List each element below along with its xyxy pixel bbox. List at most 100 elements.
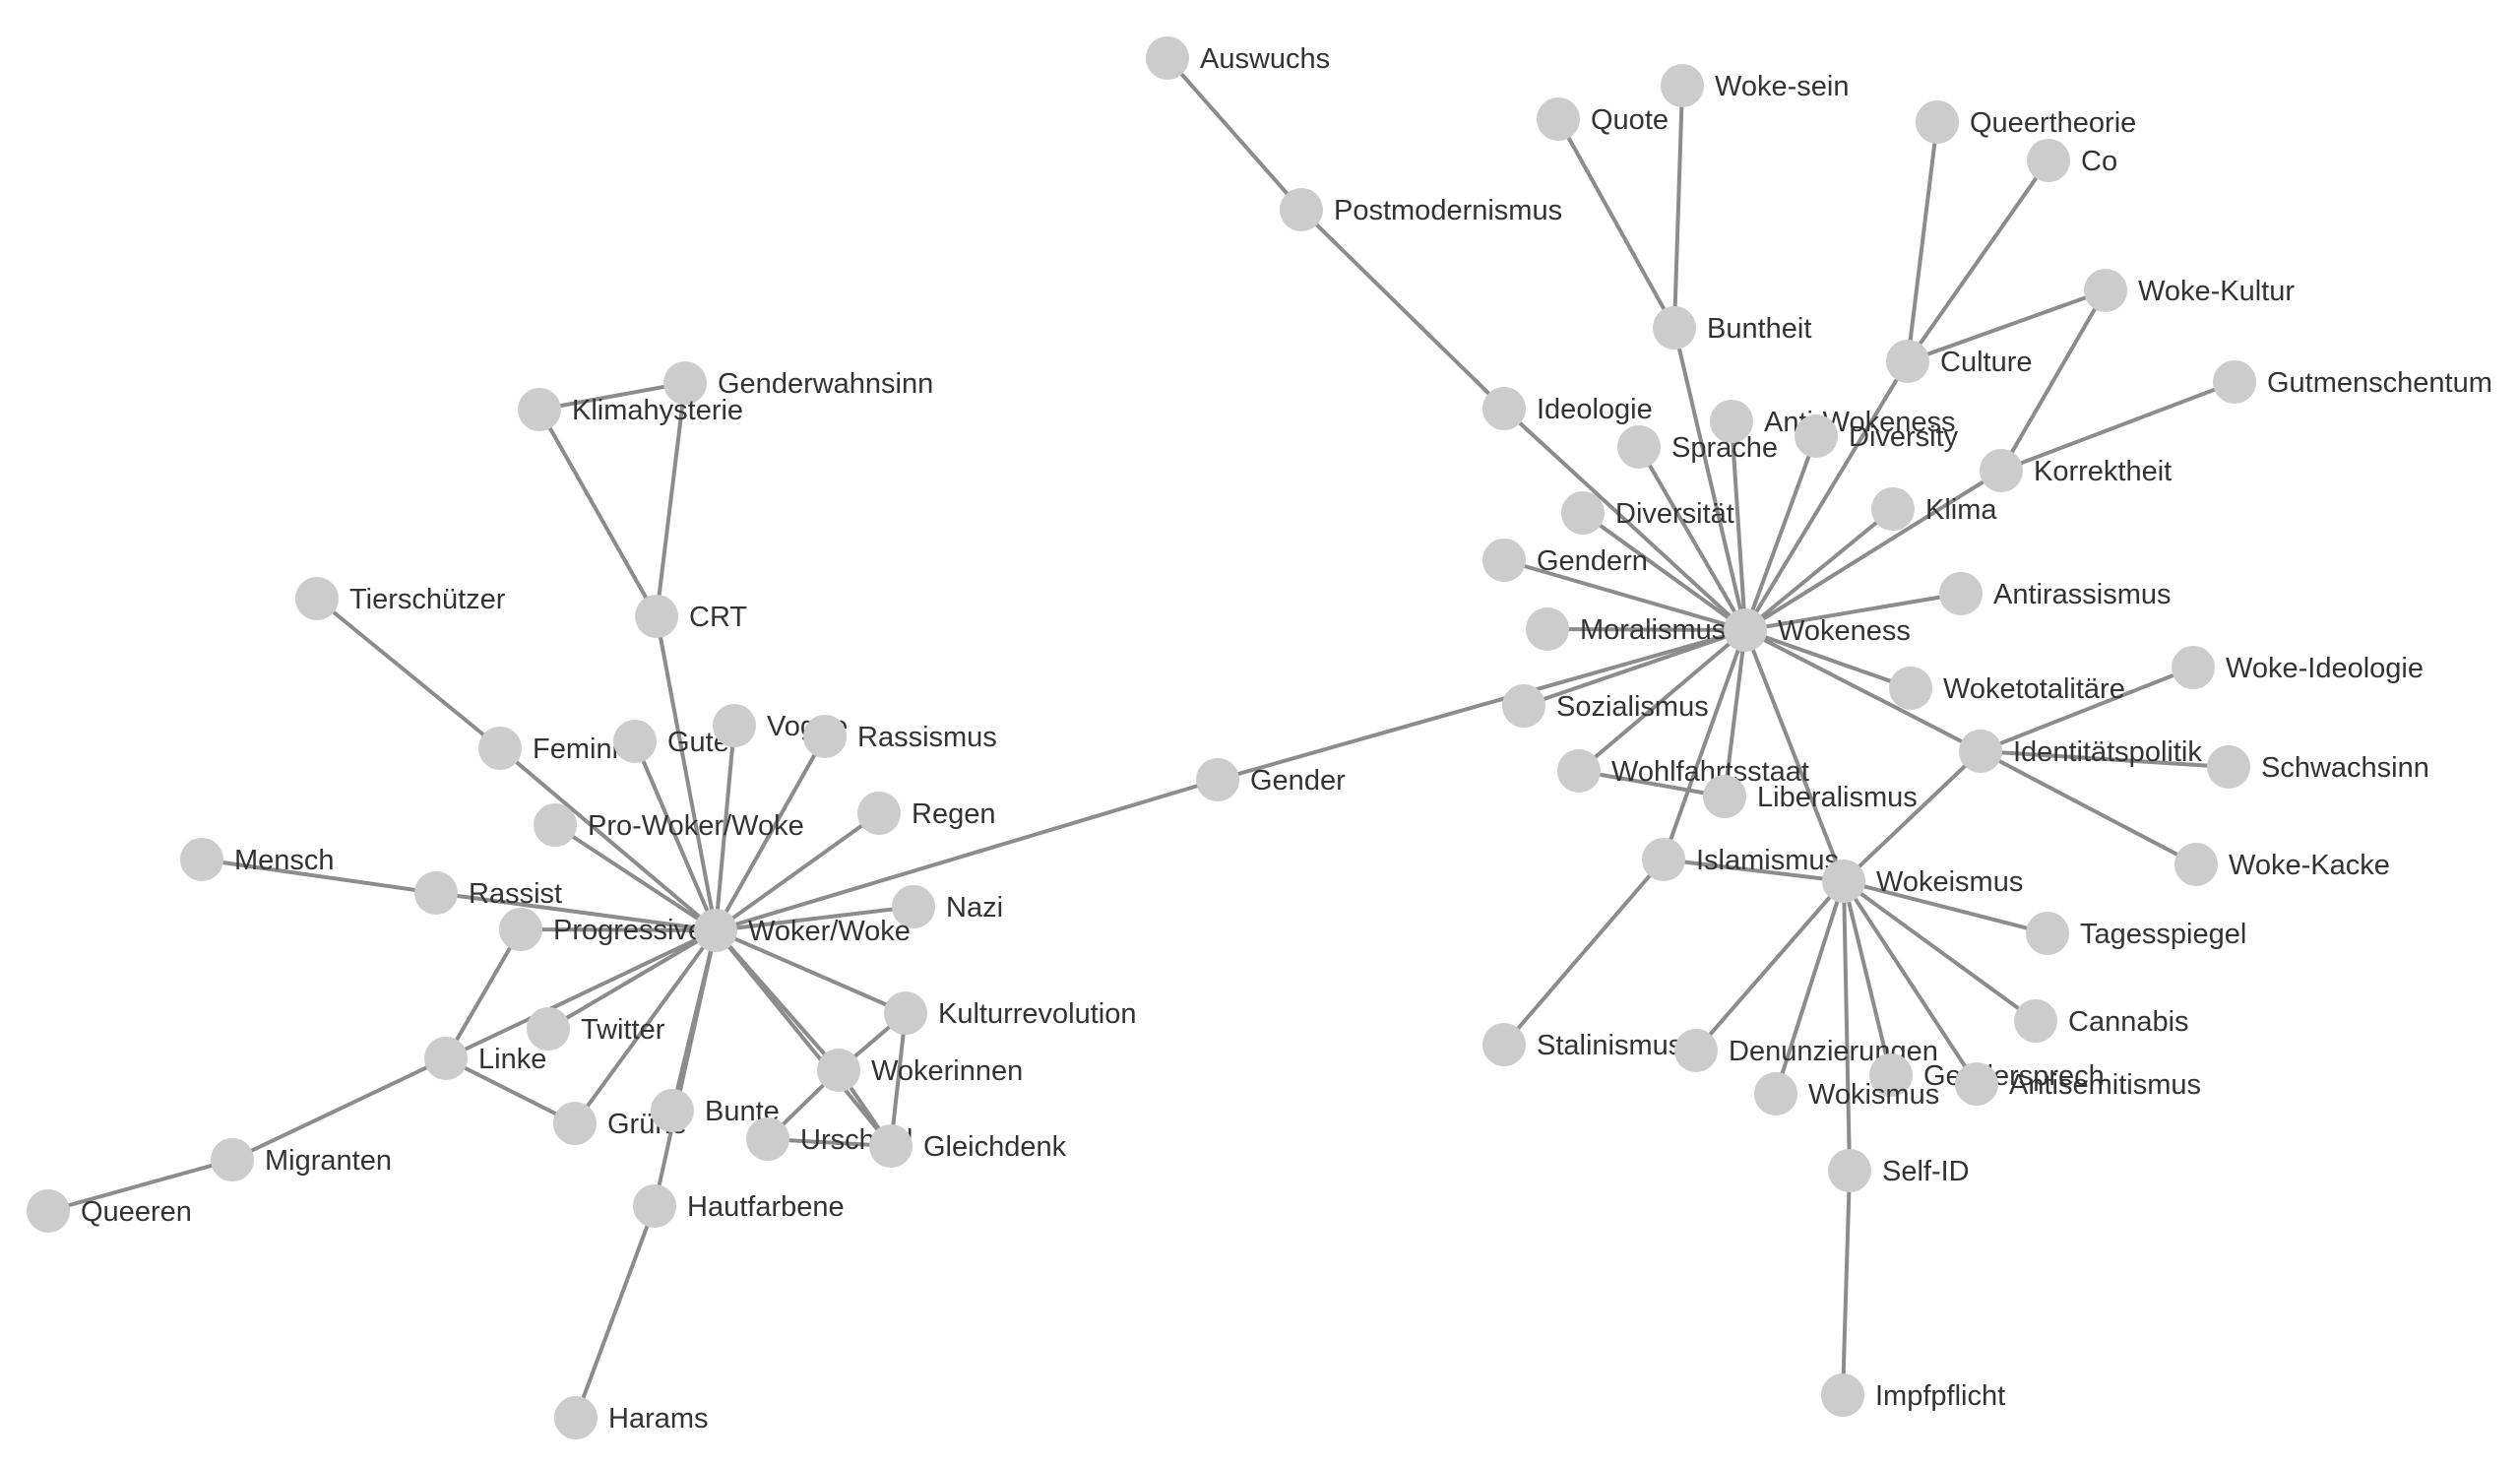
- node-impfpflicht[interactable]: Impfpflicht: [1821, 1373, 2005, 1417]
- node-genderwahnsinn[interactable]: Genderwahnsinn: [663, 361, 933, 405]
- node-woketotalitäre[interactable]: Woketotalitäre: [1889, 667, 2125, 710]
- node-nazi[interactable]: Nazi: [892, 885, 1003, 928]
- node-dot[interactable]: [633, 1184, 676, 1228]
- node-dot[interactable]: [1822, 860, 1865, 903]
- node-gleichdenk[interactable]: Gleichdenk: [869, 1124, 1067, 1168]
- node-cannabis[interactable]: Cannabis: [2014, 999, 2189, 1043]
- node-woke-kacke[interactable]: Woke-Kacke: [2174, 843, 2390, 886]
- node-migranten[interactable]: Migranten: [211, 1138, 392, 1181]
- node-dot[interactable]: [1710, 400, 1753, 443]
- node-dot[interactable]: [553, 1102, 597, 1145]
- node-dot[interactable]: [1754, 1072, 1797, 1115]
- node-dot[interactable]: [1502, 684, 1545, 728]
- node-antisemitismus[interactable]: Antisemitismus: [1955, 1062, 2201, 1106]
- node-dot[interactable]: [2084, 269, 2127, 312]
- node-dot[interactable]: [1886, 340, 1929, 383]
- node-dot[interactable]: [1703, 775, 1746, 818]
- node-dot[interactable]: [1869, 1053, 1913, 1097]
- node-dot[interactable]: [414, 871, 458, 915]
- node-dot[interactable]: [1939, 572, 1983, 615]
- node-dot[interactable]: [613, 720, 657, 763]
- node-wokeismus[interactable]: Wokeismus: [1822, 860, 2023, 903]
- node-dot[interactable]: [1674, 1029, 1718, 1072]
- node-dot[interactable]: [1980, 449, 2023, 492]
- node-gute[interactable]: Gute: [613, 720, 729, 763]
- node-dot[interactable]: [295, 577, 339, 620]
- node-dot[interactable]: [1280, 188, 1323, 231]
- node-woker-woke[interactable]: Woker/Woke: [694, 909, 911, 952]
- node-dot[interactable]: [527, 1007, 570, 1051]
- node-korrektheit[interactable]: Korrektheit: [1980, 449, 2172, 492]
- node-dot[interactable]: [1795, 414, 1838, 458]
- node-dot[interactable]: [746, 1117, 789, 1161]
- node-tagesspiegel[interactable]: Tagesspiegel: [2026, 912, 2246, 955]
- node-dot[interactable]: [1959, 730, 2002, 773]
- node-dot[interactable]: [1482, 387, 1526, 430]
- node-quote[interactable]: Quote: [1537, 97, 1669, 141]
- node-dot[interactable]: [1828, 1149, 1871, 1192]
- node-woke-kultur[interactable]: Woke-Kultur: [2084, 269, 2295, 312]
- node-identitätspolitik[interactable]: Identitätspolitik: [1959, 730, 2202, 773]
- node-co[interactable]: Co: [2027, 139, 2117, 182]
- node-dot[interactable]: [1916, 100, 1959, 144]
- node-harams[interactable]: Harams: [554, 1396, 709, 1439]
- node-liberalismus[interactable]: Liberalismus: [1703, 775, 1918, 818]
- node-queeren[interactable]: Queeren: [27, 1189, 192, 1233]
- node-woke-sein[interactable]: Woke-sein: [1661, 64, 1849, 107]
- node-hautfarbene[interactable]: Hautfarbene: [633, 1184, 845, 1228]
- node-dot[interactable]: [884, 991, 927, 1035]
- node-progressive[interactable]: Progressive: [499, 908, 704, 951]
- node-dot[interactable]: [1724, 608, 1767, 652]
- node-dot[interactable]: [211, 1138, 254, 1181]
- node-dot[interactable]: [2026, 912, 2069, 955]
- node-regen[interactable]: Regen: [857, 792, 995, 835]
- node-wokismus[interactable]: Wokismus: [1754, 1072, 1939, 1115]
- node-dot[interactable]: [663, 361, 707, 405]
- node-dot[interactable]: [817, 1049, 860, 1092]
- node-postmodernismus[interactable]: Postmodernismus: [1280, 188, 1562, 231]
- node-dot[interactable]: [1661, 64, 1704, 107]
- node-twitter[interactable]: Twitter: [527, 1007, 665, 1051]
- node-dot[interactable]: [2172, 646, 2215, 689]
- node-dot[interactable]: [2174, 843, 2218, 886]
- node-linke[interactable]: Linke: [424, 1037, 546, 1080]
- node-dot[interactable]: [2213, 360, 2256, 404]
- node-gendern[interactable]: Gendern: [1482, 539, 1648, 582]
- node-dot[interactable]: [180, 838, 223, 881]
- node-antirassismus[interactable]: Antirassismus: [1939, 572, 2172, 615]
- node-sprache[interactable]: Sprache: [1617, 425, 1778, 469]
- node-dot[interactable]: [478, 727, 522, 770]
- node-dot[interactable]: [1482, 539, 1526, 582]
- node-wokerinnen[interactable]: Wokerinnen: [817, 1049, 1023, 1092]
- node-dot[interactable]: [1526, 607, 1569, 651]
- node-klimahysterie[interactable]: Klimahysterie: [518, 388, 743, 431]
- node-dot[interactable]: [1617, 425, 1661, 469]
- node-dot[interactable]: [1642, 838, 1685, 881]
- node-dot[interactable]: [499, 908, 542, 951]
- node-dot[interactable]: [1196, 758, 1239, 801]
- node-dot[interactable]: [518, 388, 561, 431]
- node-sozialismus[interactable]: Sozialismus: [1502, 684, 1709, 728]
- node-dot[interactable]: [1561, 491, 1605, 535]
- node-stalinismus[interactable]: Stalinismus: [1482, 1023, 1682, 1066]
- node-dot[interactable]: [27, 1189, 70, 1233]
- node-gutmenschentum[interactable]: Gutmenschentum: [2213, 360, 2492, 404]
- node-ideologie[interactable]: Ideologie: [1482, 387, 1653, 430]
- node-mensch[interactable]: Mensch: [180, 838, 335, 881]
- node-self-id[interactable]: Self-ID: [1828, 1149, 1970, 1192]
- node-dot[interactable]: [1537, 97, 1580, 141]
- node-islamismus[interactable]: Islamismus: [1642, 838, 1839, 881]
- node-woke-ideologie[interactable]: Woke-Ideologie: [2172, 646, 2424, 689]
- node-dot[interactable]: [869, 1124, 913, 1168]
- node-dot[interactable]: [2207, 745, 2250, 789]
- node-pro-woker-woke[interactable]: Pro-Woker/Woke: [534, 803, 804, 847]
- node-culture[interactable]: Culture: [1886, 340, 2033, 383]
- node-dot[interactable]: [857, 792, 901, 835]
- node-dot[interactable]: [803, 715, 847, 758]
- node-kulturrevolution[interactable]: Kulturrevolution: [884, 991, 1137, 1035]
- node-dot[interactable]: [554, 1396, 598, 1439]
- node-diversität[interactable]: Diversität: [1561, 491, 1734, 535]
- node-dot[interactable]: [1889, 667, 1932, 710]
- node-queertheorie[interactable]: Queertheorie: [1916, 100, 2136, 144]
- node-dot[interactable]: [892, 885, 935, 928]
